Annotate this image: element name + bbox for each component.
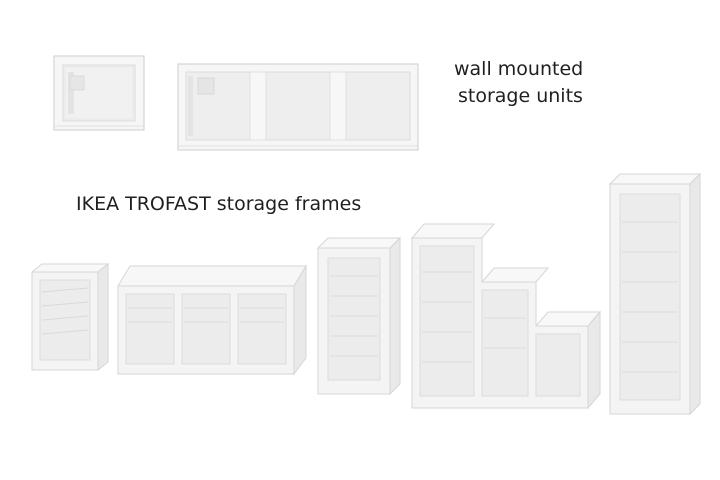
frame-small — [30, 262, 110, 372]
wall-unit-triple — [177, 63, 419, 151]
frame-wide-triple — [117, 264, 307, 376]
wall-caption-line-1: wall mounted — [454, 58, 584, 80]
storage-frames-caption: IKEA TROFAST storage frames — [76, 193, 362, 215]
frame-stepped — [410, 223, 602, 410]
wall-mounted-caption: wall mounted storage units — [454, 56, 654, 110]
frame-very-tall — [608, 172, 702, 416]
wall-caption-line-2: storage units — [458, 85, 583, 107]
wall-unit-small — [53, 55, 145, 131]
frame-tall-narrow — [316, 236, 402, 396]
